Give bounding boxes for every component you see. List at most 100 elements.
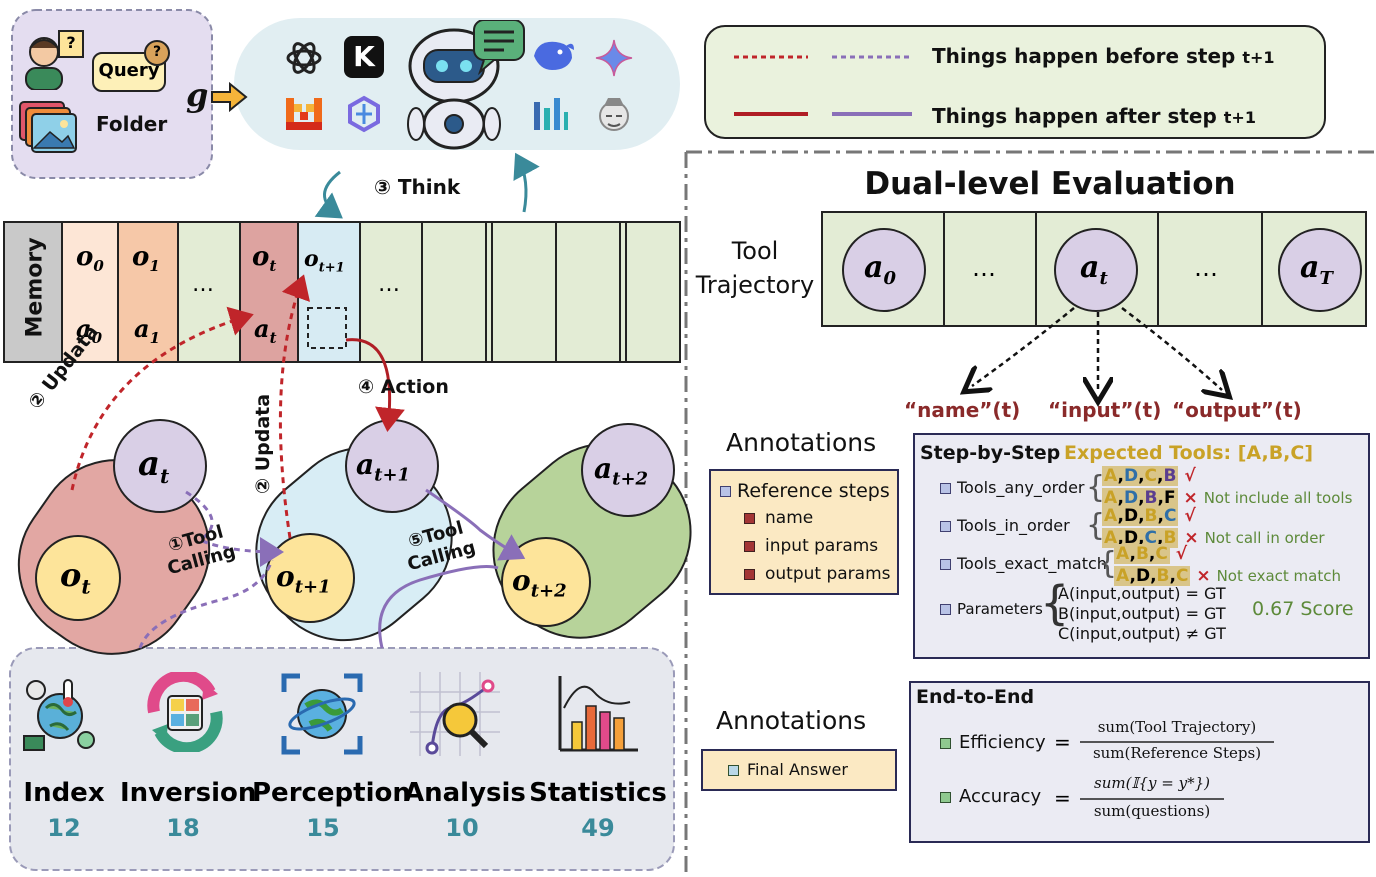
node-o-t1	[265, 533, 355, 623]
check-2: √	[1184, 506, 1196, 526]
o-t1-sub: t+1	[294, 576, 331, 598]
zhipu-logo-icon	[594, 94, 634, 138]
traj-aT-sub: T	[1319, 268, 1333, 289]
step-by-step-title: Step-by-Step	[920, 442, 1061, 464]
think-label: ③ Think	[374, 175, 461, 199]
field-name: “name”(t)	[904, 398, 1021, 422]
o-t1-sym: o	[276, 560, 295, 593]
s1: A	[1104, 528, 1118, 548]
accuracy-label: Accuracy	[940, 786, 1041, 807]
legend-after-sub: t+1	[1223, 108, 1256, 127]
s4: ,	[1150, 566, 1157, 586]
qwen-logo-icon	[532, 96, 570, 136]
question-circle-icon: ?	[144, 40, 170, 66]
calculator-cycle-icon	[140, 669, 230, 756]
seq-exact-2: A,D,B,C × Not exact match	[1114, 566, 1341, 586]
brace-any: {	[1086, 470, 1106, 505]
reference-steps-box	[709, 469, 899, 595]
efficiency-text: Efficiency	[959, 732, 1046, 753]
s1: A	[1104, 488, 1118, 508]
final-answer: Final Answer	[728, 760, 848, 779]
efficiency-denominator: sum(Reference Steps)	[1092, 744, 1262, 762]
mem-dots-2: …	[378, 272, 400, 297]
traj-at-sym: a	[1080, 250, 1100, 285]
s5: C	[1155, 544, 1168, 564]
end-to-end-title: End-to-End	[916, 686, 1035, 708]
kimi-logo-icon: K	[344, 36, 384, 78]
label-a-t: at	[138, 444, 169, 488]
bullet-icon	[940, 559, 951, 570]
s1: A	[1116, 544, 1130, 564]
s4: ,	[1138, 466, 1145, 486]
reference-bullet-icon	[720, 486, 731, 497]
s3: D	[1123, 488, 1139, 508]
s5: B	[1144, 488, 1158, 508]
o-t-sym: o	[60, 556, 82, 594]
accuracy-denominator: sum(questions)	[1093, 802, 1211, 820]
check-3: √	[1175, 544, 1188, 564]
seq-in-2: A,D,C,B × Not call in order	[1102, 528, 1325, 548]
memory-label: Memory	[22, 237, 48, 338]
check-1: √	[1184, 466, 1196, 486]
bullet-icon	[728, 765, 739, 776]
reference-item-output-text: output params	[765, 564, 891, 584]
traj-dots-1: …	[972, 254, 996, 282]
expected-tools: Expected Tools: [A,B,C]	[1064, 442, 1314, 464]
earth-scan-icon	[280, 672, 364, 760]
final-answer-text: Final Answer	[747, 760, 848, 779]
mem-a0-sub: 0	[91, 328, 102, 347]
query-label: Query	[98, 60, 160, 81]
tencent-logo-icon	[344, 94, 384, 138]
a-t1-sub: t+1	[374, 464, 411, 486]
category-count-inversion: 18	[166, 814, 200, 842]
category-name-inversion: Inversion	[120, 778, 257, 808]
reference-steps-title-text: Reference steps	[737, 480, 890, 502]
o-t2-sym: o	[512, 564, 531, 597]
traj-at: at	[1080, 250, 1108, 289]
magnifier-chart-icon	[410, 672, 500, 760]
o-t-sub: t	[81, 574, 91, 599]
legend-after: Things happen after step t+1	[932, 104, 1256, 128]
note-not-all: Not include all tools	[1203, 489, 1353, 507]
category-count-index: 12	[47, 814, 81, 842]
s2: ,	[1117, 466, 1124, 486]
legend-box	[704, 25, 1326, 139]
s1: A	[1104, 506, 1118, 526]
mem-a1-sub: 1	[149, 328, 160, 347]
s5: C	[1144, 528, 1158, 548]
bullet-icon	[940, 604, 951, 615]
traj-a0: a0	[864, 250, 896, 289]
mem-at: at	[254, 314, 277, 347]
category-count-analysis: 10	[445, 814, 479, 842]
category-count-perception: 15	[306, 814, 340, 842]
s6: ,	[1157, 528, 1164, 548]
mem-at-sym: a	[254, 314, 270, 343]
parameters-text: Parameters	[957, 600, 1043, 618]
annotations-label-1: Annotations	[726, 428, 877, 457]
mem-o0-sub: 0	[93, 257, 104, 276]
globe-sensor-icon	[20, 672, 100, 756]
kimi-letter: K	[353, 40, 375, 73]
param-a: A(input,output) = GT	[1058, 584, 1226, 603]
tools-any-order-text: Tools_any_order	[957, 478, 1085, 497]
bullet-icon	[940, 521, 951, 532]
reference-item-output: output params	[744, 564, 891, 584]
s4: ,	[1138, 528, 1145, 548]
mem-a0: a0	[76, 314, 102, 347]
robot-agent-icon	[404, 19, 534, 154]
s4: ,	[1148, 544, 1156, 564]
parameters-label: Parameters	[940, 600, 1043, 618]
mem-ot1: ot+1	[304, 246, 345, 275]
s1: A	[1116, 566, 1130, 586]
node-o-t	[35, 535, 121, 621]
folder-label: Folder	[96, 112, 168, 136]
legend-before-label: Things happen before step	[932, 44, 1236, 68]
s3: D	[1123, 466, 1139, 486]
seq-exact-1: A,B,C √	[1114, 544, 1187, 564]
label-o-t1: ot+1	[276, 560, 331, 598]
note-not-exact: Not exact match	[1216, 567, 1341, 585]
reference-item-name: name	[744, 508, 813, 528]
s7: B	[1163, 466, 1177, 486]
mem-dots-1: …	[192, 272, 214, 297]
gemini-logo-icon	[594, 38, 634, 82]
